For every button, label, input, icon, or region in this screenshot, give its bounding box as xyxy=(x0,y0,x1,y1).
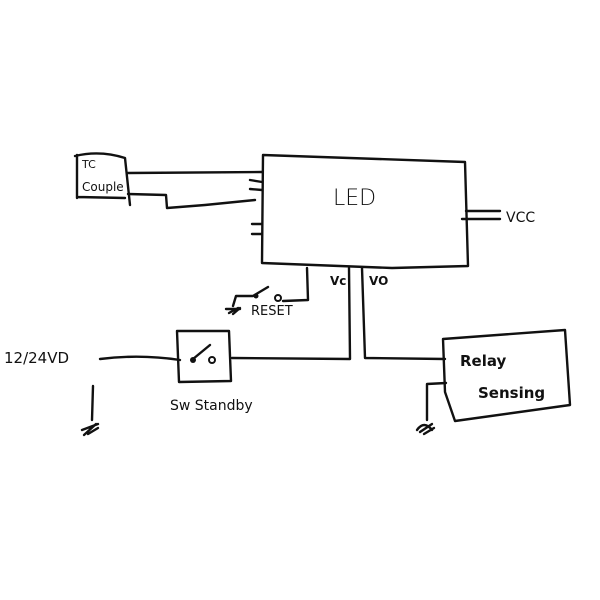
led-label: LED xyxy=(333,186,377,211)
standby-switch-lever xyxy=(191,343,212,361)
vcc-label: VCC xyxy=(506,210,536,226)
relay-ground-wire xyxy=(425,381,448,422)
tc-wire-1 xyxy=(126,170,264,175)
tc-wire-2 xyxy=(126,192,257,210)
reset-contact xyxy=(253,293,259,299)
supply-label: 12/24VD xyxy=(4,349,70,367)
thermocouple-box xyxy=(73,152,132,207)
vcc-wires xyxy=(460,209,502,221)
relay-label-1: Relay xyxy=(460,352,507,370)
led-box xyxy=(260,153,470,270)
relay-box xyxy=(441,328,572,423)
reset-ground-icon xyxy=(224,306,242,316)
standby-switch-box xyxy=(175,329,233,384)
vc-label: Vc xyxy=(330,274,347,288)
supply-ground-icon xyxy=(80,384,100,437)
led-pins-left xyxy=(248,178,264,236)
relay-label-2: Sensing xyxy=(478,384,546,402)
reset-contact xyxy=(274,294,282,302)
vc-wire xyxy=(230,266,352,361)
standby-label: Sw Standby xyxy=(170,398,253,414)
thermocouple-label-2: Couple xyxy=(82,180,124,194)
thermocouple-label-1: TC xyxy=(82,158,96,171)
reset-wire xyxy=(281,266,310,303)
standby-contact xyxy=(208,356,216,364)
reset-label: RESET xyxy=(251,304,293,319)
relay-ground-icon xyxy=(415,422,436,436)
vo-wire xyxy=(360,266,447,361)
vo-label: VO xyxy=(369,274,389,288)
supply-wire xyxy=(98,355,182,362)
reset-switch xyxy=(231,285,270,308)
